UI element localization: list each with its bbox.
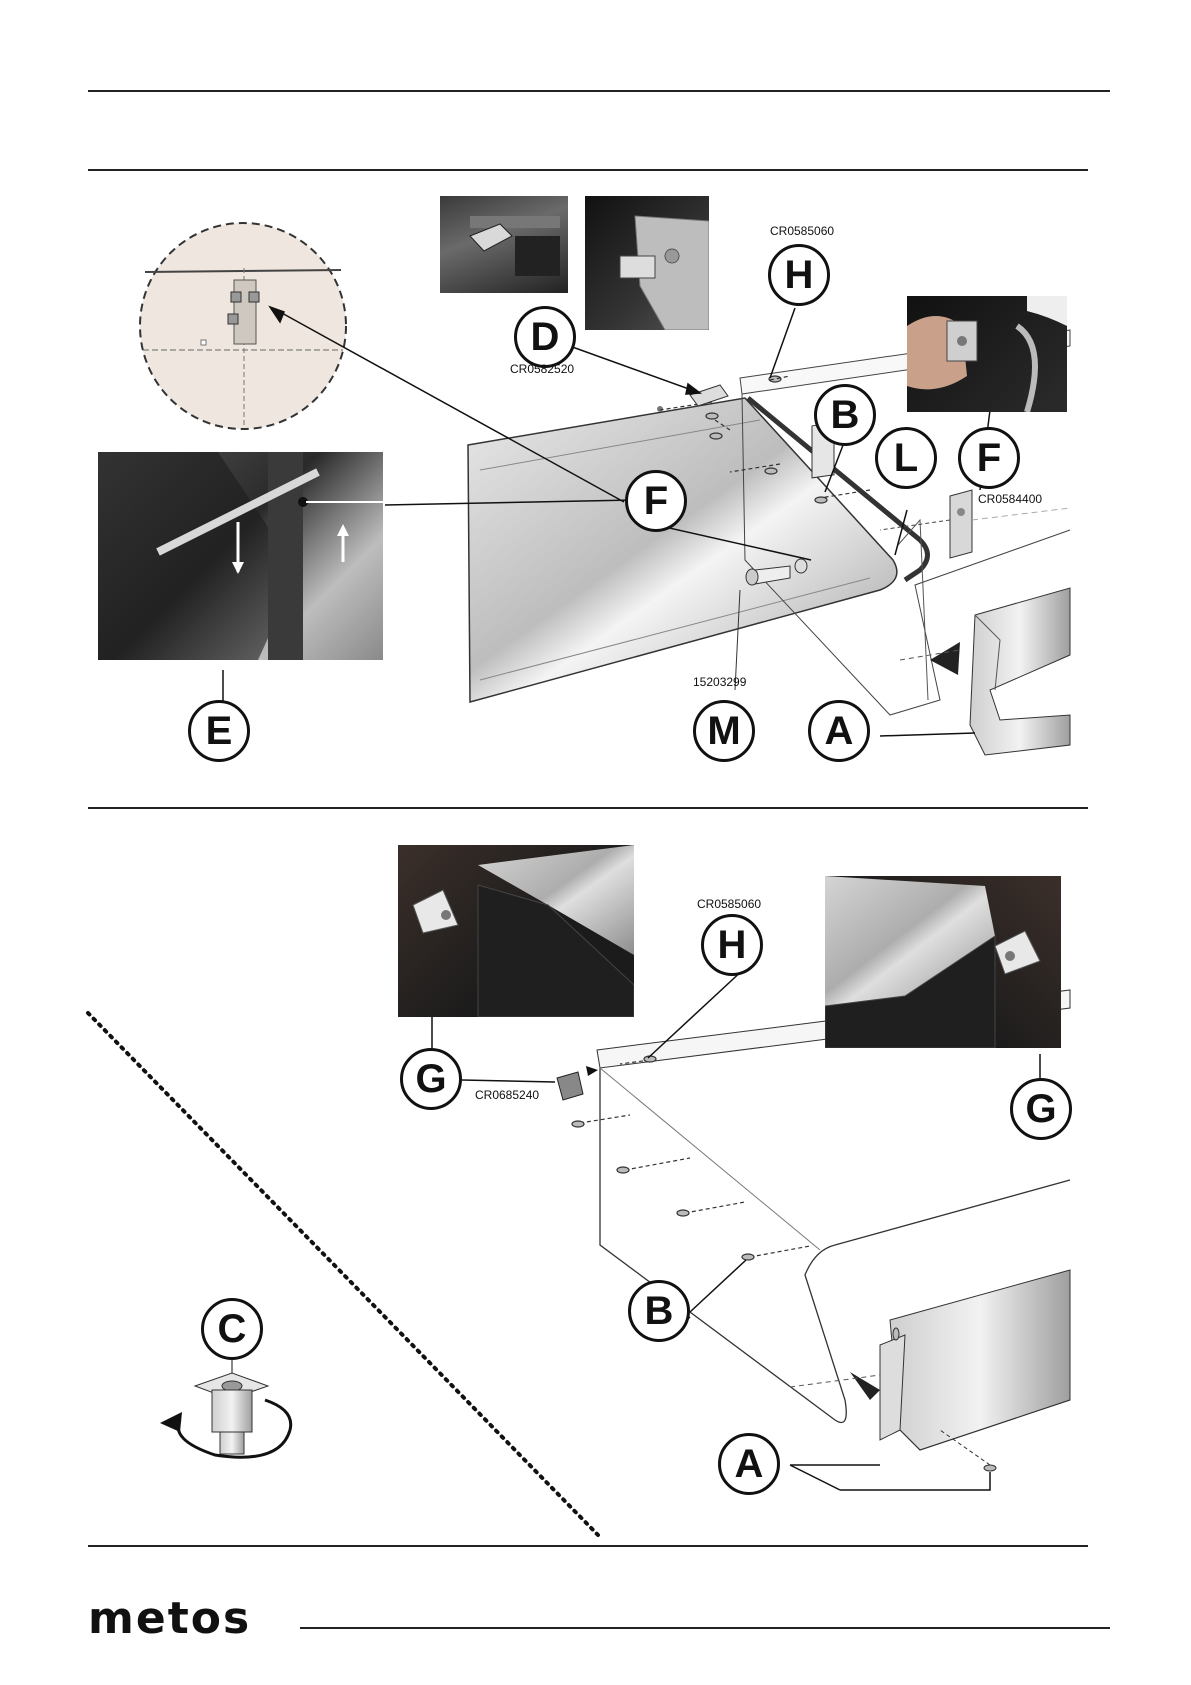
profile-a-section2 (790, 1270, 1070, 1471)
detail-magnifier-circle (140, 223, 346, 429)
photo-bracket-closeup (585, 196, 709, 330)
brand-logo: metos (88, 1597, 251, 1641)
part-code-d: CR0582520 (510, 362, 574, 376)
wedge-g-part (557, 1066, 598, 1100)
part-code-h-section1: CR0585060 (770, 224, 834, 238)
callout-g-right: G (1010, 1078, 1072, 1140)
callout-b-section1: B (814, 384, 876, 446)
part-code-h-section2: CR0585060 (697, 897, 761, 911)
photo-wedge-left (398, 845, 634, 1017)
photo-hand-bracket (907, 296, 1067, 412)
photo-corner-detail-e (98, 452, 383, 660)
part-code-g: CR0685240 (475, 1088, 539, 1102)
screws-section2 (572, 1056, 810, 1260)
photo-wedge-right (825, 876, 1061, 1048)
callout-a-section1: A (808, 700, 870, 762)
callout-g-left: G (400, 1048, 462, 1110)
callout-c: C (201, 1298, 263, 1360)
part-code-f: CR0584400 (978, 492, 1042, 506)
callout-l: L (875, 427, 937, 489)
profile-a-section1 (900, 588, 1070, 755)
callout-e: E (188, 700, 250, 762)
callout-f-center: F (625, 470, 687, 532)
photo-clip-closeup-left (440, 196, 568, 293)
callout-h-section2: H (701, 914, 763, 976)
part-code-m: 15203299 (693, 675, 746, 689)
callout-b-section2: B (628, 1280, 690, 1342)
callout-m: M (693, 700, 755, 762)
callout-h-section1: H (768, 244, 830, 306)
callout-f-right: F (958, 427, 1020, 489)
callout-d: D (514, 306, 576, 368)
leveling-foot-c (160, 1360, 291, 1457)
callout-a-section2: A (718, 1433, 780, 1495)
